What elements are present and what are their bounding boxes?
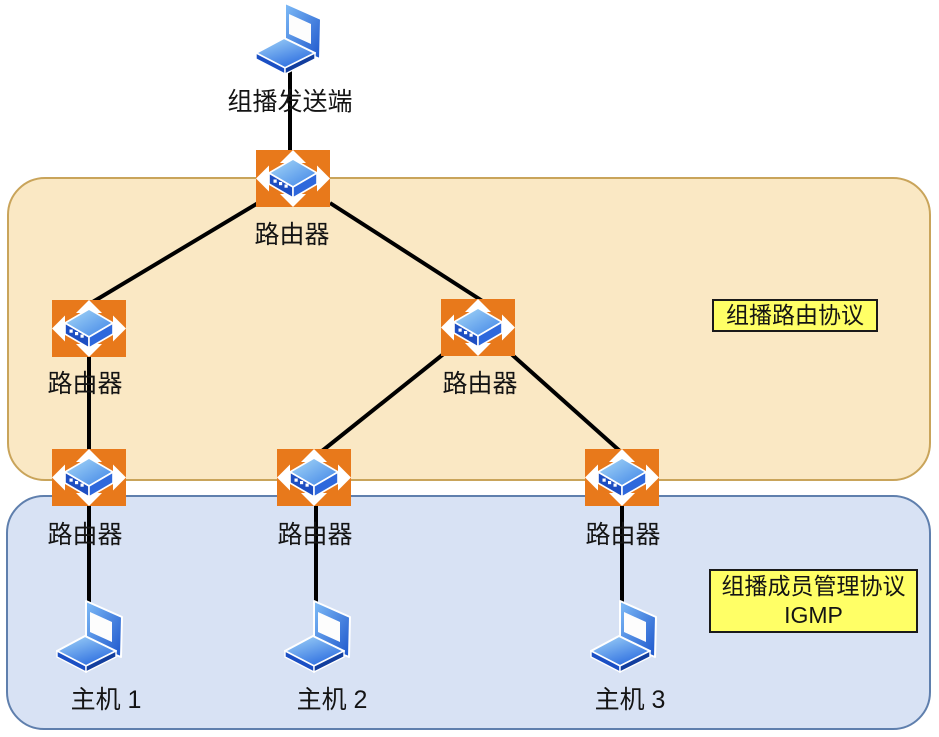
host3-label: 主机 3 xyxy=(594,686,666,714)
router-icon xyxy=(256,150,330,207)
router-icon xyxy=(277,449,351,506)
router-bottom-right-label: 路由器 xyxy=(585,521,661,549)
laptop-icon xyxy=(284,600,351,674)
router-bottom-left-label: 路由器 xyxy=(47,521,123,549)
igmp-protocol-label: 组播成员管理协议 IGMP xyxy=(709,569,918,633)
router-icon xyxy=(441,299,515,356)
laptop-icon xyxy=(56,600,123,674)
laptop-icon xyxy=(255,2,322,76)
host2-label: 主机 2 xyxy=(296,686,368,714)
router-mid-right-label: 路由器 xyxy=(442,370,518,398)
link-mid-right-to-bottom-mid xyxy=(315,350,448,457)
router-bottom-mid-label: 路由器 xyxy=(277,521,353,549)
host1-label: 主机 1 xyxy=(70,686,142,714)
router-mid-left-label: 路由器 xyxy=(47,370,123,398)
igmp-protocol-label-line1: 组播成员管理协议 xyxy=(721,573,906,599)
sender-label: 组播发送端 xyxy=(227,88,353,116)
multicast-routing-protocol-label: 组播路由协议 xyxy=(712,299,878,332)
link-top-to-mid-left xyxy=(89,201,260,305)
router-icon xyxy=(585,449,659,506)
laptop-icon xyxy=(590,600,657,674)
igmp-protocol-label-line2: IGMP xyxy=(784,602,843,628)
router-icon xyxy=(52,449,126,506)
router-top-label: 路由器 xyxy=(254,221,330,249)
link-mid-right-to-bottom-right xyxy=(507,350,623,454)
link-top-to-mid-right xyxy=(328,201,486,304)
router-icon xyxy=(52,300,126,357)
